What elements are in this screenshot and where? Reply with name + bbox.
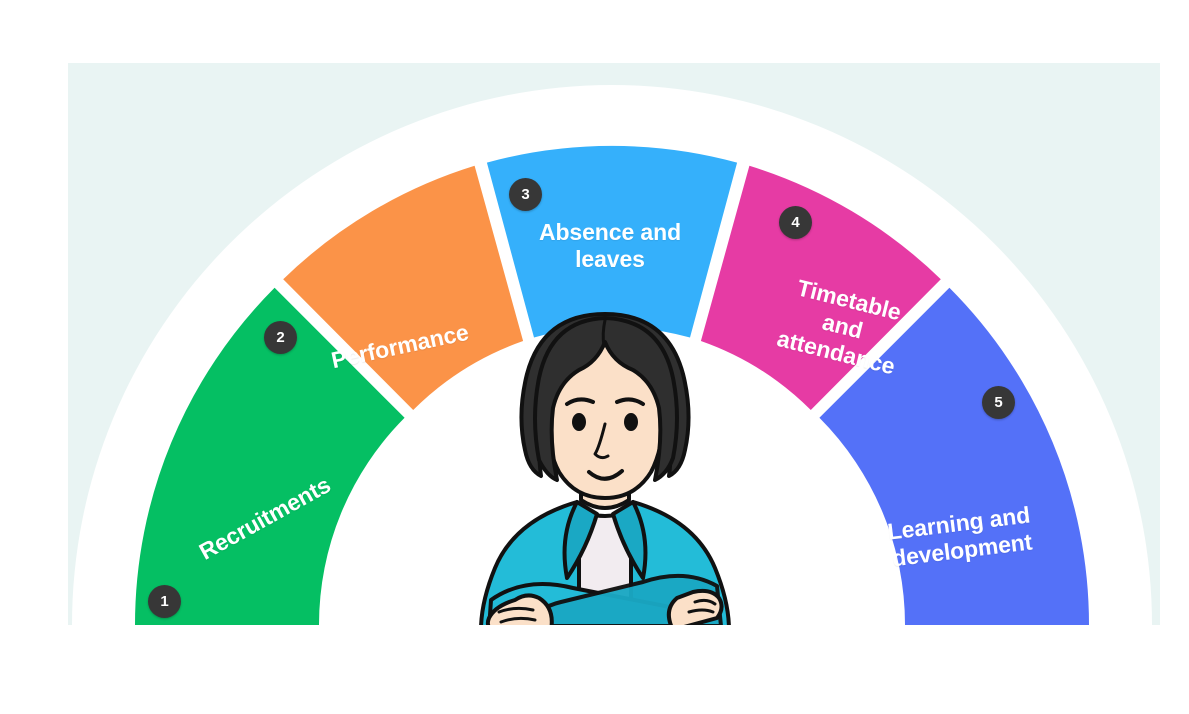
wheel-segment-learning-development[interactable] [819,287,1089,625]
wheel-stage: Recruitments 1 Performance 2 Absence and… [72,85,1152,625]
wheel-segment-performance[interactable] [283,165,524,410]
businesswoman-illustration [479,312,731,625]
wheel-segment-recruitments[interactable] [135,287,405,625]
wheel-segment-timetable-attendance[interactable] [700,165,941,410]
wheel-segment-absence-leaves[interactable] [486,145,738,338]
